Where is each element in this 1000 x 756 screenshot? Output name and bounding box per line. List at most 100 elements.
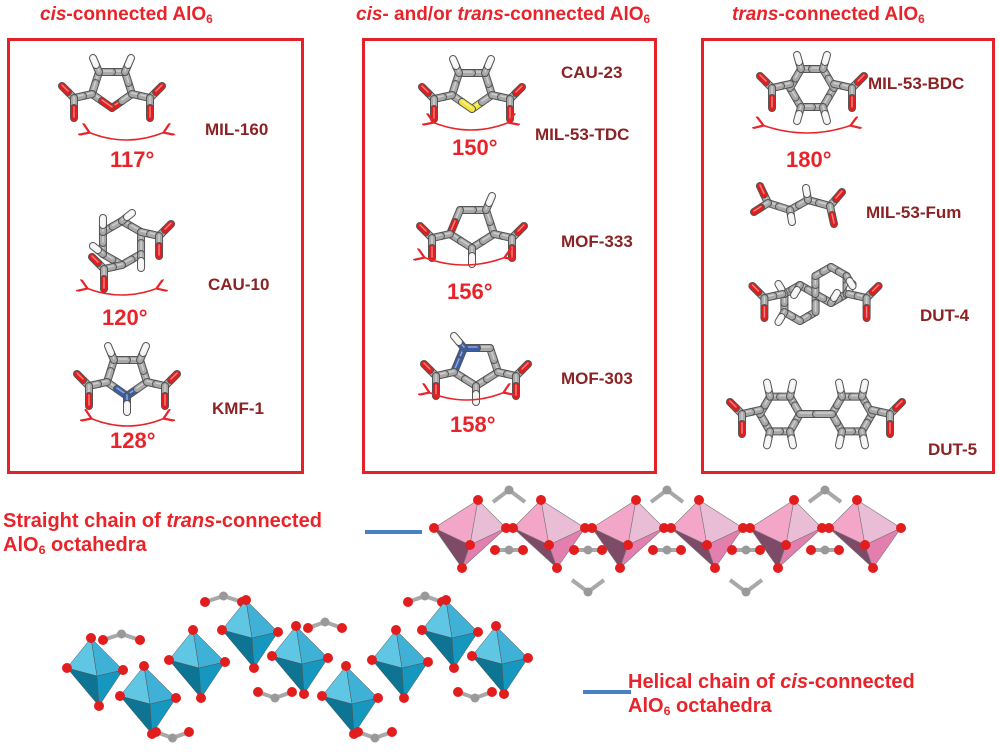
oxygen-atom xyxy=(817,523,827,533)
angle-label-mof-303: 158° xyxy=(450,412,496,437)
header-text: -connected AlO xyxy=(66,4,207,25)
molecule-cau-23 xyxy=(418,55,526,131)
oxygen-atom xyxy=(868,563,878,573)
carbon-atom xyxy=(741,545,751,555)
blue-octahedron xyxy=(217,595,283,673)
oxygen-atom xyxy=(569,545,579,555)
bond xyxy=(757,183,767,198)
oxygen-atom xyxy=(94,701,104,711)
oxygen-atom xyxy=(429,523,439,533)
header-italic: trans xyxy=(732,4,779,25)
bond-highlight xyxy=(155,84,163,92)
oxygen-atom xyxy=(773,563,783,573)
bond-highlight xyxy=(777,282,783,289)
oxygen-atom xyxy=(135,635,145,645)
bond-highlight xyxy=(517,224,525,232)
bond xyxy=(893,399,905,411)
blue-octahedron xyxy=(62,633,128,711)
bond xyxy=(869,283,882,295)
caption-text: Helical chain of xyxy=(628,671,781,693)
oxygen-atom xyxy=(467,651,477,661)
header-italic: trans xyxy=(457,4,504,25)
caption-text: -connected xyxy=(215,510,322,532)
caption-subscript: 6 xyxy=(663,704,671,719)
straight-chain-octahedra xyxy=(429,485,906,597)
bond-highlight xyxy=(857,74,865,82)
oxygen-atom xyxy=(253,687,263,697)
oxygen-atom xyxy=(694,495,704,505)
octahedron-face xyxy=(301,657,329,695)
angle-label-mof-333: 156° xyxy=(447,279,493,304)
molecule-kmf-1 xyxy=(73,342,181,427)
oxygen-atom xyxy=(399,693,409,703)
bond-highlight xyxy=(766,436,770,446)
octahedron-face xyxy=(461,527,507,569)
angle-label-kmf-1: 128° xyxy=(110,428,156,453)
carbon-atom xyxy=(370,733,380,743)
caption-text: Straight chain of xyxy=(3,510,167,532)
pink-octahedron xyxy=(587,495,669,573)
oxygen-atom xyxy=(217,625,227,635)
molecule-dut-5 xyxy=(726,378,906,450)
angle-arc-arrow xyxy=(90,418,165,427)
carbon-atom xyxy=(820,545,830,555)
bond-highlight xyxy=(759,184,765,195)
oxygen-atom xyxy=(457,563,467,573)
bond-highlight xyxy=(61,84,69,92)
bond xyxy=(89,254,101,266)
header-cis-connected: cis-connected AlO6 xyxy=(40,4,213,26)
bond-highlight xyxy=(796,53,800,62)
oxygen-atom xyxy=(536,495,546,505)
octahedron-face xyxy=(96,669,124,707)
oxygen-atom xyxy=(453,687,463,697)
blue-octahedron xyxy=(267,621,333,699)
bond-highlight xyxy=(170,372,178,380)
octahedron-face xyxy=(777,527,823,569)
oxygen-atom xyxy=(552,563,562,573)
bond-highlight xyxy=(824,53,828,62)
panel-trans xyxy=(701,38,995,474)
carbon-atom xyxy=(504,485,514,495)
bond xyxy=(513,84,525,96)
angle-arc-arrow xyxy=(432,122,510,131)
oxygen-atom xyxy=(441,595,451,605)
carbon-atom xyxy=(583,587,593,597)
carbon-atom xyxy=(820,485,830,495)
mof-label-mil-53-fum: MIL-53-Fum xyxy=(866,203,962,222)
angle-arc-arrow xyxy=(88,132,165,141)
oxygen-atom xyxy=(403,597,413,607)
molecule-mil-160 xyxy=(58,54,165,141)
bond xyxy=(829,212,837,227)
mof-label-mof-303: MOF-303 xyxy=(561,369,633,388)
oxygen-atom xyxy=(615,563,625,573)
oxygen-atom xyxy=(745,523,755,533)
bond-highlight xyxy=(833,291,838,298)
bond-highlight xyxy=(421,85,429,93)
bond xyxy=(153,83,165,95)
angle-arc-arrow xyxy=(762,125,852,134)
oxygen-atom xyxy=(267,651,277,661)
oxygen-atom xyxy=(200,597,210,607)
bond-highlight xyxy=(831,213,835,224)
octahedron-face xyxy=(198,661,226,699)
oxygen-atom xyxy=(623,540,633,550)
caption-italic: cis xyxy=(780,671,809,693)
molecule-cau-10 xyxy=(86,209,176,296)
bond xyxy=(162,221,175,233)
octahedron-face xyxy=(451,631,479,669)
mof-label-dut-5: DUT-5 xyxy=(928,440,978,459)
bond xyxy=(757,73,769,85)
oxygen-atom xyxy=(487,687,497,697)
caption-text: AlO xyxy=(628,695,664,717)
bond-highlight xyxy=(862,436,866,446)
oxygen-atom xyxy=(702,540,712,550)
oxygen-atom xyxy=(518,545,528,555)
header-subscript: 6 xyxy=(206,12,213,26)
oxygen-atom xyxy=(860,540,870,550)
bond-highlight xyxy=(92,56,97,65)
oxygen-atom xyxy=(249,663,259,673)
oxygen-atom xyxy=(391,625,401,635)
bond-highlight xyxy=(805,186,808,194)
blue-octahedron xyxy=(467,621,533,699)
